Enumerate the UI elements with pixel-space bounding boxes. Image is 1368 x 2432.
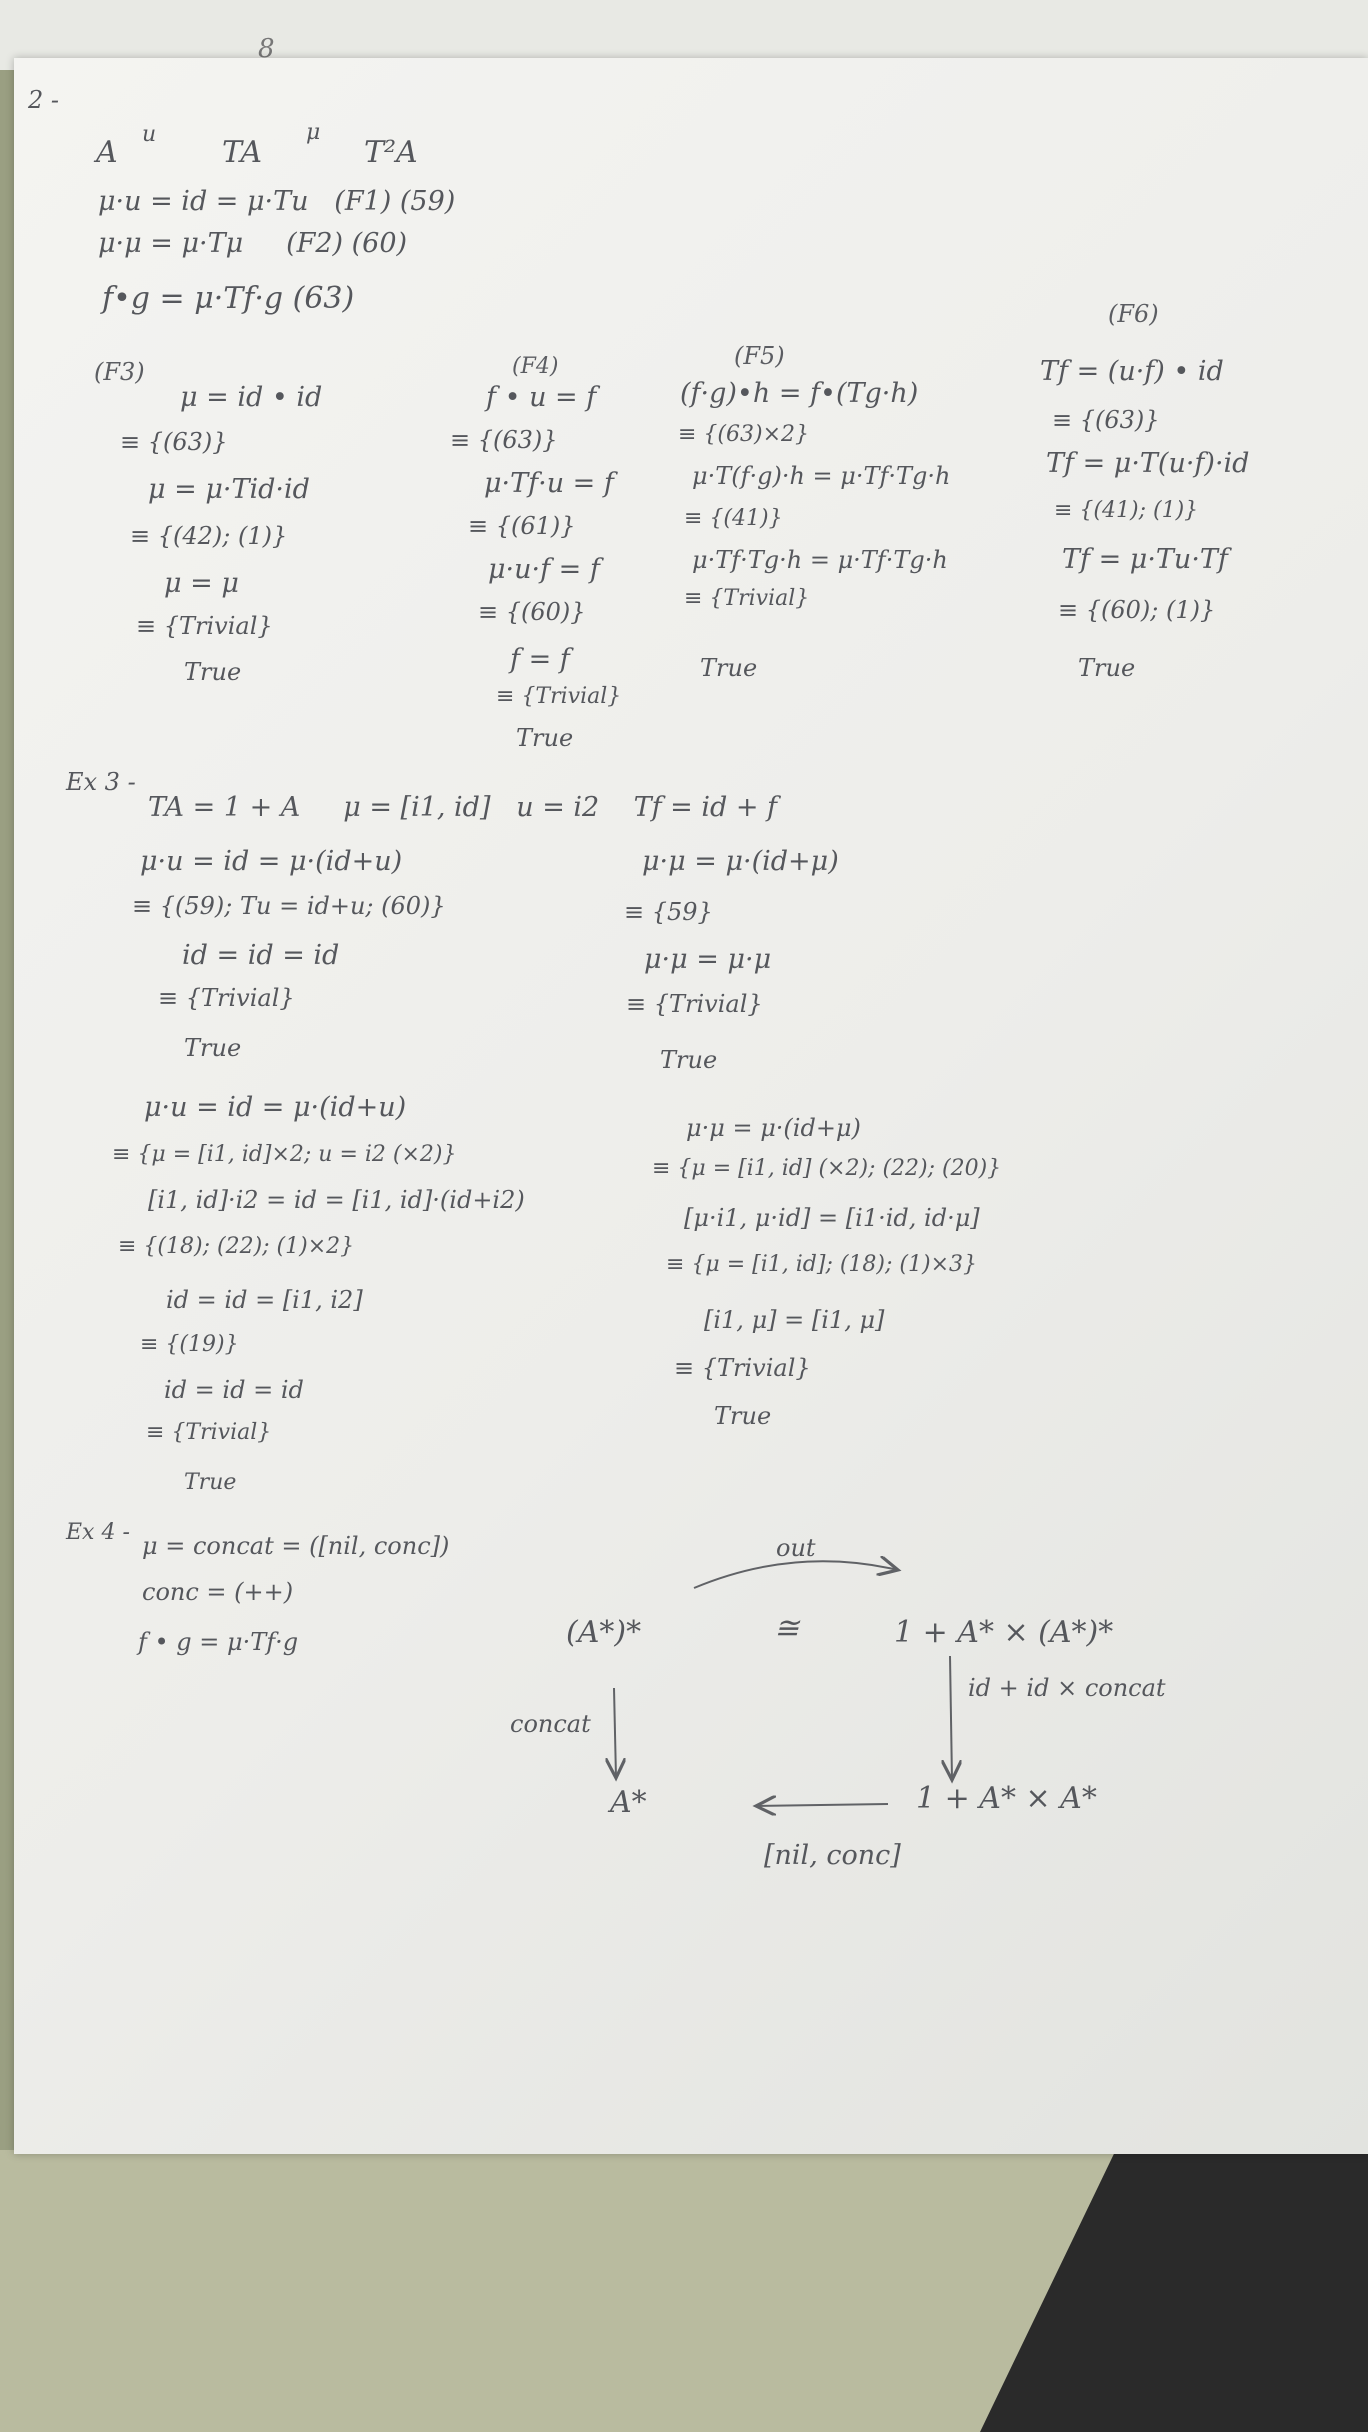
- ex3-bottom-left-line: ≡ {μ = [i1, id]×2; u = i2 (×2)}: [112, 1142, 457, 1167]
- proof-f5-line: ≡ {(63)×2}: [678, 422, 810, 447]
- ex3-bottom-right-line: ≡ {Trivial}: [674, 1354, 811, 1382]
- proof-f6-line: Tf = (u·f) • id: [1040, 356, 1224, 387]
- ex3-top-left-line: True: [184, 1034, 242, 1062]
- nil-conc-arrow: [756, 1804, 889, 1806]
- proof-f4-line: ≡ {(60)}: [478, 598, 586, 626]
- proof-f3-label: (F3): [94, 358, 145, 386]
- section2-eq3: f•g = μ·Tf·g (63): [102, 281, 355, 316]
- proof-f5-line: μ·T(f·g)·h = μ·Tf·Tg·h: [692, 462, 951, 490]
- diagram-node-bottom-right: 1 + A* × A*: [916, 1781, 1097, 1816]
- proof-f4-line: μ·Tf·u = f: [484, 468, 614, 499]
- proof-f4-label: (F4): [512, 354, 559, 379]
- section3-number: Ex 3 -: [66, 768, 136, 796]
- ex3-top-left-line: ≡ {Trivial}: [158, 984, 295, 1012]
- ex3-bottom-right-line: μ·μ = μ·(id+μ): [686, 1114, 861, 1142]
- proof-f5-label: (F5): [734, 342, 785, 370]
- id-id-concat-arrow: [950, 1655, 952, 1780]
- section2-eq2: μ·μ = μ·Tμ (F2) (60): [98, 228, 408, 259]
- proof-f6-line: Tf = μ·T(u·f)·id: [1046, 448, 1250, 479]
- proof-f6-line: ≡ {(60); (1)}: [1058, 596, 1216, 624]
- proof-f3-line: μ = id • id: [180, 382, 323, 413]
- section2-number: 2 -: [28, 86, 60, 114]
- diagram-label-nil-conc: [nil, conc]: [764, 1840, 901, 1871]
- section4-number: Ex 4 -: [66, 1520, 130, 1545]
- ex4-line: μ = concat = ([nil, conc]): [142, 1532, 450, 1560]
- ex3-bottom-right-line: ≡ {μ = [i1, id] (×2); (22); (20)}: [652, 1156, 1002, 1181]
- proof-f3-line: μ = μ·Tid·id: [148, 474, 310, 505]
- commutative-diagram-arrows: [14, 58, 1368, 2154]
- arrow-line-mu-label: μ: [306, 120, 321, 145]
- proof-f6-line: Tf = μ·Tu·Tf: [1062, 544, 1228, 575]
- proof-f4-line: ≡ {Trivial}: [496, 684, 622, 709]
- ex4-line: f • g = μ·Tf·g: [138, 1628, 299, 1656]
- ex3-top-left-line: μ·u = id = μ·(id+u): [140, 846, 403, 877]
- proof-f4-line: ≡ {(63)}: [450, 426, 558, 454]
- arrow-line-u-label: u: [142, 122, 157, 147]
- ex3-bottom-right-line: [μ·i1, μ·id] = [i1·id, id·μ]: [684, 1204, 980, 1232]
- proof-f6-line: ≡ {(41); (1)}: [1054, 498, 1199, 523]
- diagram-label-out: out: [776, 1534, 816, 1562]
- proof-f4-line: f • u = f: [486, 382, 597, 413]
- arrow-line-middle: TA: [222, 135, 263, 170]
- ex3-bottom-left-line: μ·u = id = μ·(id+u): [144, 1092, 407, 1123]
- ex3-bottom-right-line: [i1, μ] = [i1, μ]: [704, 1306, 885, 1334]
- diagram-label-concat: concat: [510, 1710, 591, 1738]
- section2-eq1: μ·u = id = μ·Tu (F1) (59): [98, 186, 456, 217]
- proof-f6-line: True: [1078, 654, 1136, 682]
- background-page-mark: 8: [258, 34, 275, 64]
- ex3-bottom-left-line: True: [184, 1470, 237, 1495]
- diagram-node-bottom-left: A*: [610, 1785, 647, 1820]
- ex3-bottom-left-line: [i1, id]·i2 = id = [i1, id]·(id+i2): [148, 1186, 525, 1214]
- ex3-top-left-line: ≡ {(59); Tu = id+u; (60)}: [132, 892, 446, 920]
- ex3-top-left-line: id = id = id: [182, 940, 340, 971]
- paper-sheet: 2 - A u TA μ T²A μ·u = id = μ·Tu (F1) (5…: [14, 58, 1368, 2154]
- proof-f5-line: ≡ {Trivial}: [684, 586, 810, 611]
- ex3-bottom-left-line: ≡ {(19)}: [140, 1332, 239, 1357]
- ex3-bottom-left-line: id = id = id: [164, 1376, 304, 1404]
- arrow-line-left: A: [96, 135, 118, 170]
- proof-f3-line: ≡ {(42); (1)}: [130, 522, 288, 550]
- proof-f3-line: ≡ {Trivial}: [136, 612, 273, 640]
- ex3-top-right-line: ≡ {Trivial}: [626, 990, 763, 1018]
- diagram-node-top-right: 1 + A* × (A*)*: [894, 1615, 1114, 1650]
- proof-f5-line: ≡ {(41)}: [684, 506, 783, 531]
- proof-f5-line: (f·g)•h = f•(Tg·h): [680, 378, 919, 409]
- diagram-label-right-arrow: id + id × concat: [968, 1674, 1166, 1702]
- proof-f3-line: True: [184, 658, 242, 686]
- ex3-top-right-line: μ·μ = μ·μ: [644, 944, 772, 975]
- diagram-node-top-left: (A*)*: [566, 1615, 642, 1650]
- proof-f4-line: μ·u·f = f: [488, 554, 600, 585]
- out-arrow: [693, 1561, 898, 1589]
- ex3-bottom-left-line: ≡ {Trivial}: [146, 1420, 272, 1445]
- proof-f6-line: ≡ {(63)}: [1052, 406, 1160, 434]
- proof-f5-line: μ·Tf·Tg·h = μ·Tf·Tg·h: [692, 546, 948, 574]
- proof-f4-line: True: [516, 724, 574, 752]
- ex3-top-right-line: True: [660, 1046, 718, 1074]
- proof-f6-label: (F6): [1108, 300, 1159, 328]
- proof-f5-line: True: [700, 654, 758, 682]
- ex3-bottom-right-line: True: [714, 1402, 772, 1430]
- ex3-bottom-left-line: ≡ {(18); (22); (1)×2}: [118, 1234, 355, 1259]
- ex3-bottom-left-line: id = id = [i1, i2]: [166, 1286, 363, 1314]
- proof-f4-line: ≡ {(61)}: [468, 512, 576, 540]
- proof-f4-line: f = f: [510, 644, 570, 675]
- proof-f3-line: ≡ {(63)}: [120, 428, 228, 456]
- proof-f3-line: μ = μ: [164, 568, 239, 599]
- concat-arrow: [614, 1687, 616, 1778]
- diagram-iso-symbol: ≅: [774, 1611, 800, 1646]
- arrow-line-right: T²A: [364, 135, 418, 170]
- ex3-top-right-line: ≡ {59}: [624, 898, 713, 926]
- section3-header: TA = 1 + A μ = [i1, id] u = i2 Tf = id +…: [148, 792, 778, 823]
- ex4-line: conc = (++): [142, 1578, 294, 1606]
- ex3-top-right-line: μ·μ = μ·(id+μ): [642, 846, 839, 877]
- ex3-bottom-right-line: ≡ {μ = [i1, id]; (18); (1)×3}: [666, 1252, 978, 1277]
